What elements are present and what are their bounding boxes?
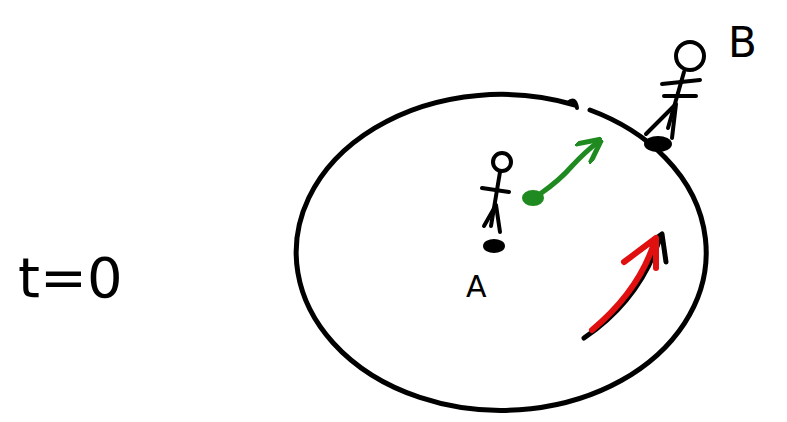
person-label: A (466, 272, 487, 302)
person-label: B (728, 22, 757, 64)
disk-outline (296, 94, 706, 410)
time-label: t=0 (18, 250, 123, 306)
green-arrow (540, 142, 598, 194)
person-b (646, 42, 704, 150)
person-a (482, 153, 511, 251)
gap-hook (568, 100, 577, 108)
rotation-arrow (592, 238, 656, 330)
rotation-arrow-outline (584, 234, 666, 338)
